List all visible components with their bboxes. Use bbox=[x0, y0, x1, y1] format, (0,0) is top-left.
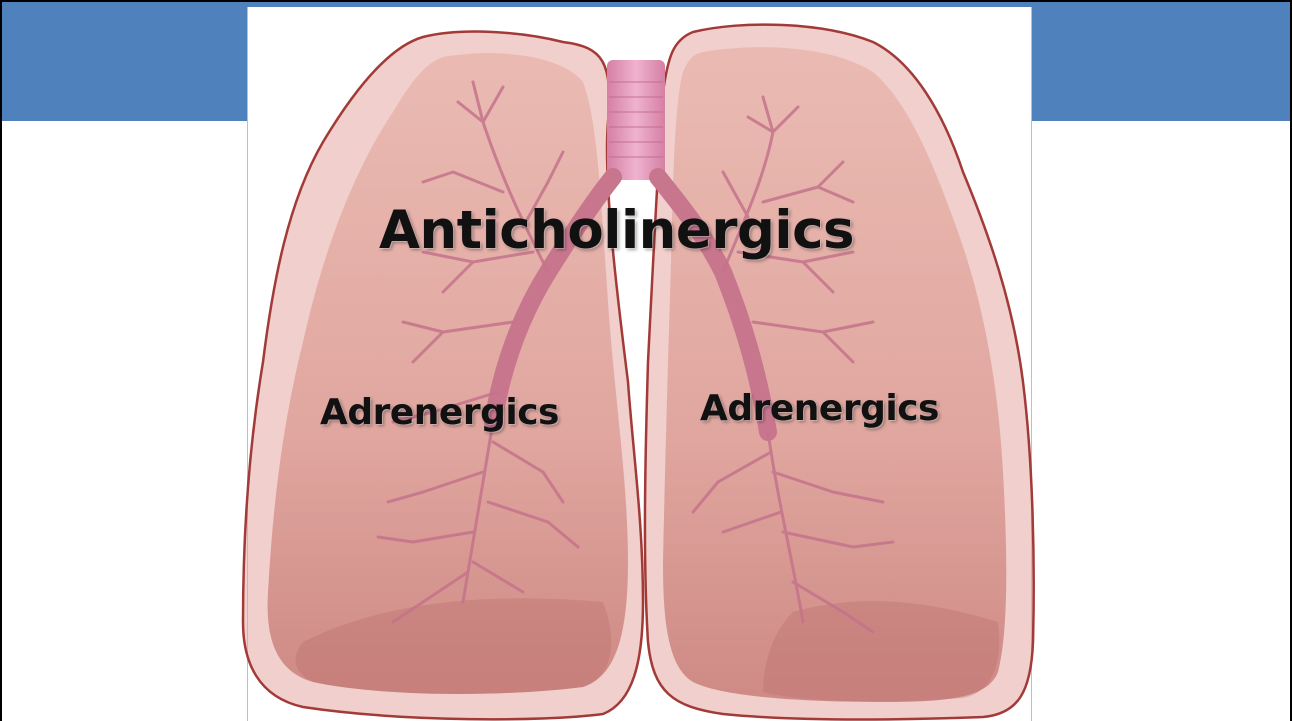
left-adrenergics-label: Adrenergics bbox=[320, 392, 559, 433]
anticholinergics-label: Anticholinergics bbox=[379, 200, 854, 261]
lungs-icon bbox=[3, 2, 1292, 721]
lungs-picture bbox=[247, 7, 1032, 721]
right-adrenergics-label: Adrenergics bbox=[700, 388, 939, 429]
